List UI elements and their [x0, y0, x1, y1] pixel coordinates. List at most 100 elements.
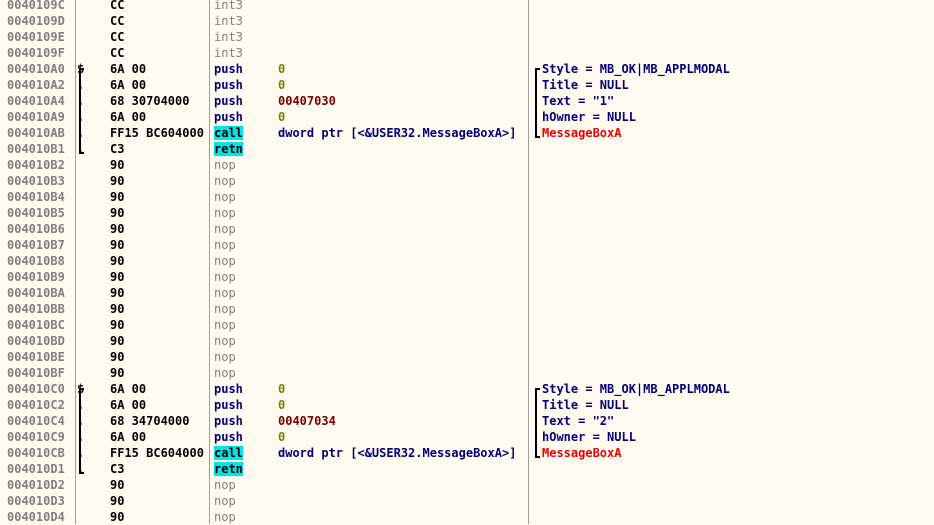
comment-cell — [542, 253, 934, 269]
hex-dump-cell: FF15 BC604000 — [110, 446, 204, 460]
comment-cell: hOwner = NULL — [542, 430, 636, 444]
mnemonic-cell: nop — [213, 365, 254, 381]
comment-cell: Style = MB_OK|MB_APPLMODAL — [542, 382, 730, 396]
operand-cell — [278, 237, 528, 253]
hex-dump-cell: 90 — [110, 478, 125, 492]
operand-cell: 0 — [278, 398, 286, 412]
comment-cell — [542, 173, 934, 189]
comment-cell — [542, 317, 934, 333]
operand-cell — [278, 365, 528, 381]
hex-dump-cell: 6A 00 — [110, 398, 147, 412]
mnemonic-text: push — [214, 110, 243, 124]
column-divider[interactable] — [528, 0, 529, 524]
address-cell: 004010A2 — [7, 78, 65, 92]
address-cell: 004010B1 — [7, 142, 65, 156]
mnemonic-cell: retn — [213, 141, 254, 157]
operand-cell: 0 — [278, 78, 286, 92]
address-cell: 004010BF — [7, 366, 65, 380]
column-divider[interactable] — [209, 0, 210, 524]
address-cell: 004010B9 — [7, 270, 65, 284]
comment-cell — [542, 205, 934, 221]
marker-cell — [77, 509, 107, 525]
comment-cell: Text = "1" — [542, 94, 615, 108]
mnemonic-cell: int3 — [213, 13, 254, 29]
hex-dump-cell: C3 — [110, 142, 125, 156]
operand-cell: dword ptr [<&USER32.MessageBoxA>] — [278, 126, 517, 140]
hex-dump-cell: 90 — [110, 174, 125, 188]
hex-dump-cell: 90 — [110, 238, 125, 252]
comment-cell — [542, 0, 934, 13]
hex-dump-cell: C3 — [110, 462, 125, 476]
comment-cell: MessageBoxA — [542, 446, 622, 460]
operand-cell: 00407030 — [278, 94, 336, 108]
hex-dump-cell: 90 — [110, 222, 125, 236]
hex-dump-cell: 68 34704000 — [110, 414, 190, 428]
operand-cell — [278, 0, 528, 13]
marker-cell — [77, 477, 107, 493]
marker-cell — [77, 45, 107, 61]
mnemonic-cell: push — [213, 61, 254, 77]
address-cell: 004010BD — [7, 334, 65, 348]
comment-cell: hOwner = NULL — [542, 110, 636, 124]
mnemonic-text: int3 — [214, 14, 243, 28]
comment-cell — [542, 157, 934, 173]
mnemonic-text: push — [214, 62, 243, 76]
comment-cell — [542, 301, 934, 317]
address-cell: 004010D1 — [7, 462, 65, 476]
comment-cell — [542, 13, 934, 29]
operand-cell — [278, 173, 528, 189]
marker-cell — [77, 317, 107, 333]
operand-cell — [278, 461, 528, 477]
marker-cell — [77, 285, 107, 301]
mnemonic-cell: call — [213, 125, 254, 141]
comment-cell — [542, 477, 934, 493]
address-cell: 004010B8 — [7, 254, 65, 268]
marker-cell — [77, 253, 107, 269]
mnemonic-cell: nop — [213, 477, 254, 493]
address-cell: 004010C9 — [7, 430, 65, 444]
address-cell: 004010B3 — [7, 174, 65, 188]
column-divider[interactable] — [75, 0, 76, 524]
operand-cell — [278, 157, 528, 173]
mnemonic-cell: nop — [213, 269, 254, 285]
comment-cell — [542, 221, 934, 237]
marker-cell — [77, 237, 107, 253]
hex-dump-cell: CC — [110, 46, 125, 60]
mnemonic-cell: push — [213, 109, 254, 125]
marker-cell — [77, 301, 107, 317]
